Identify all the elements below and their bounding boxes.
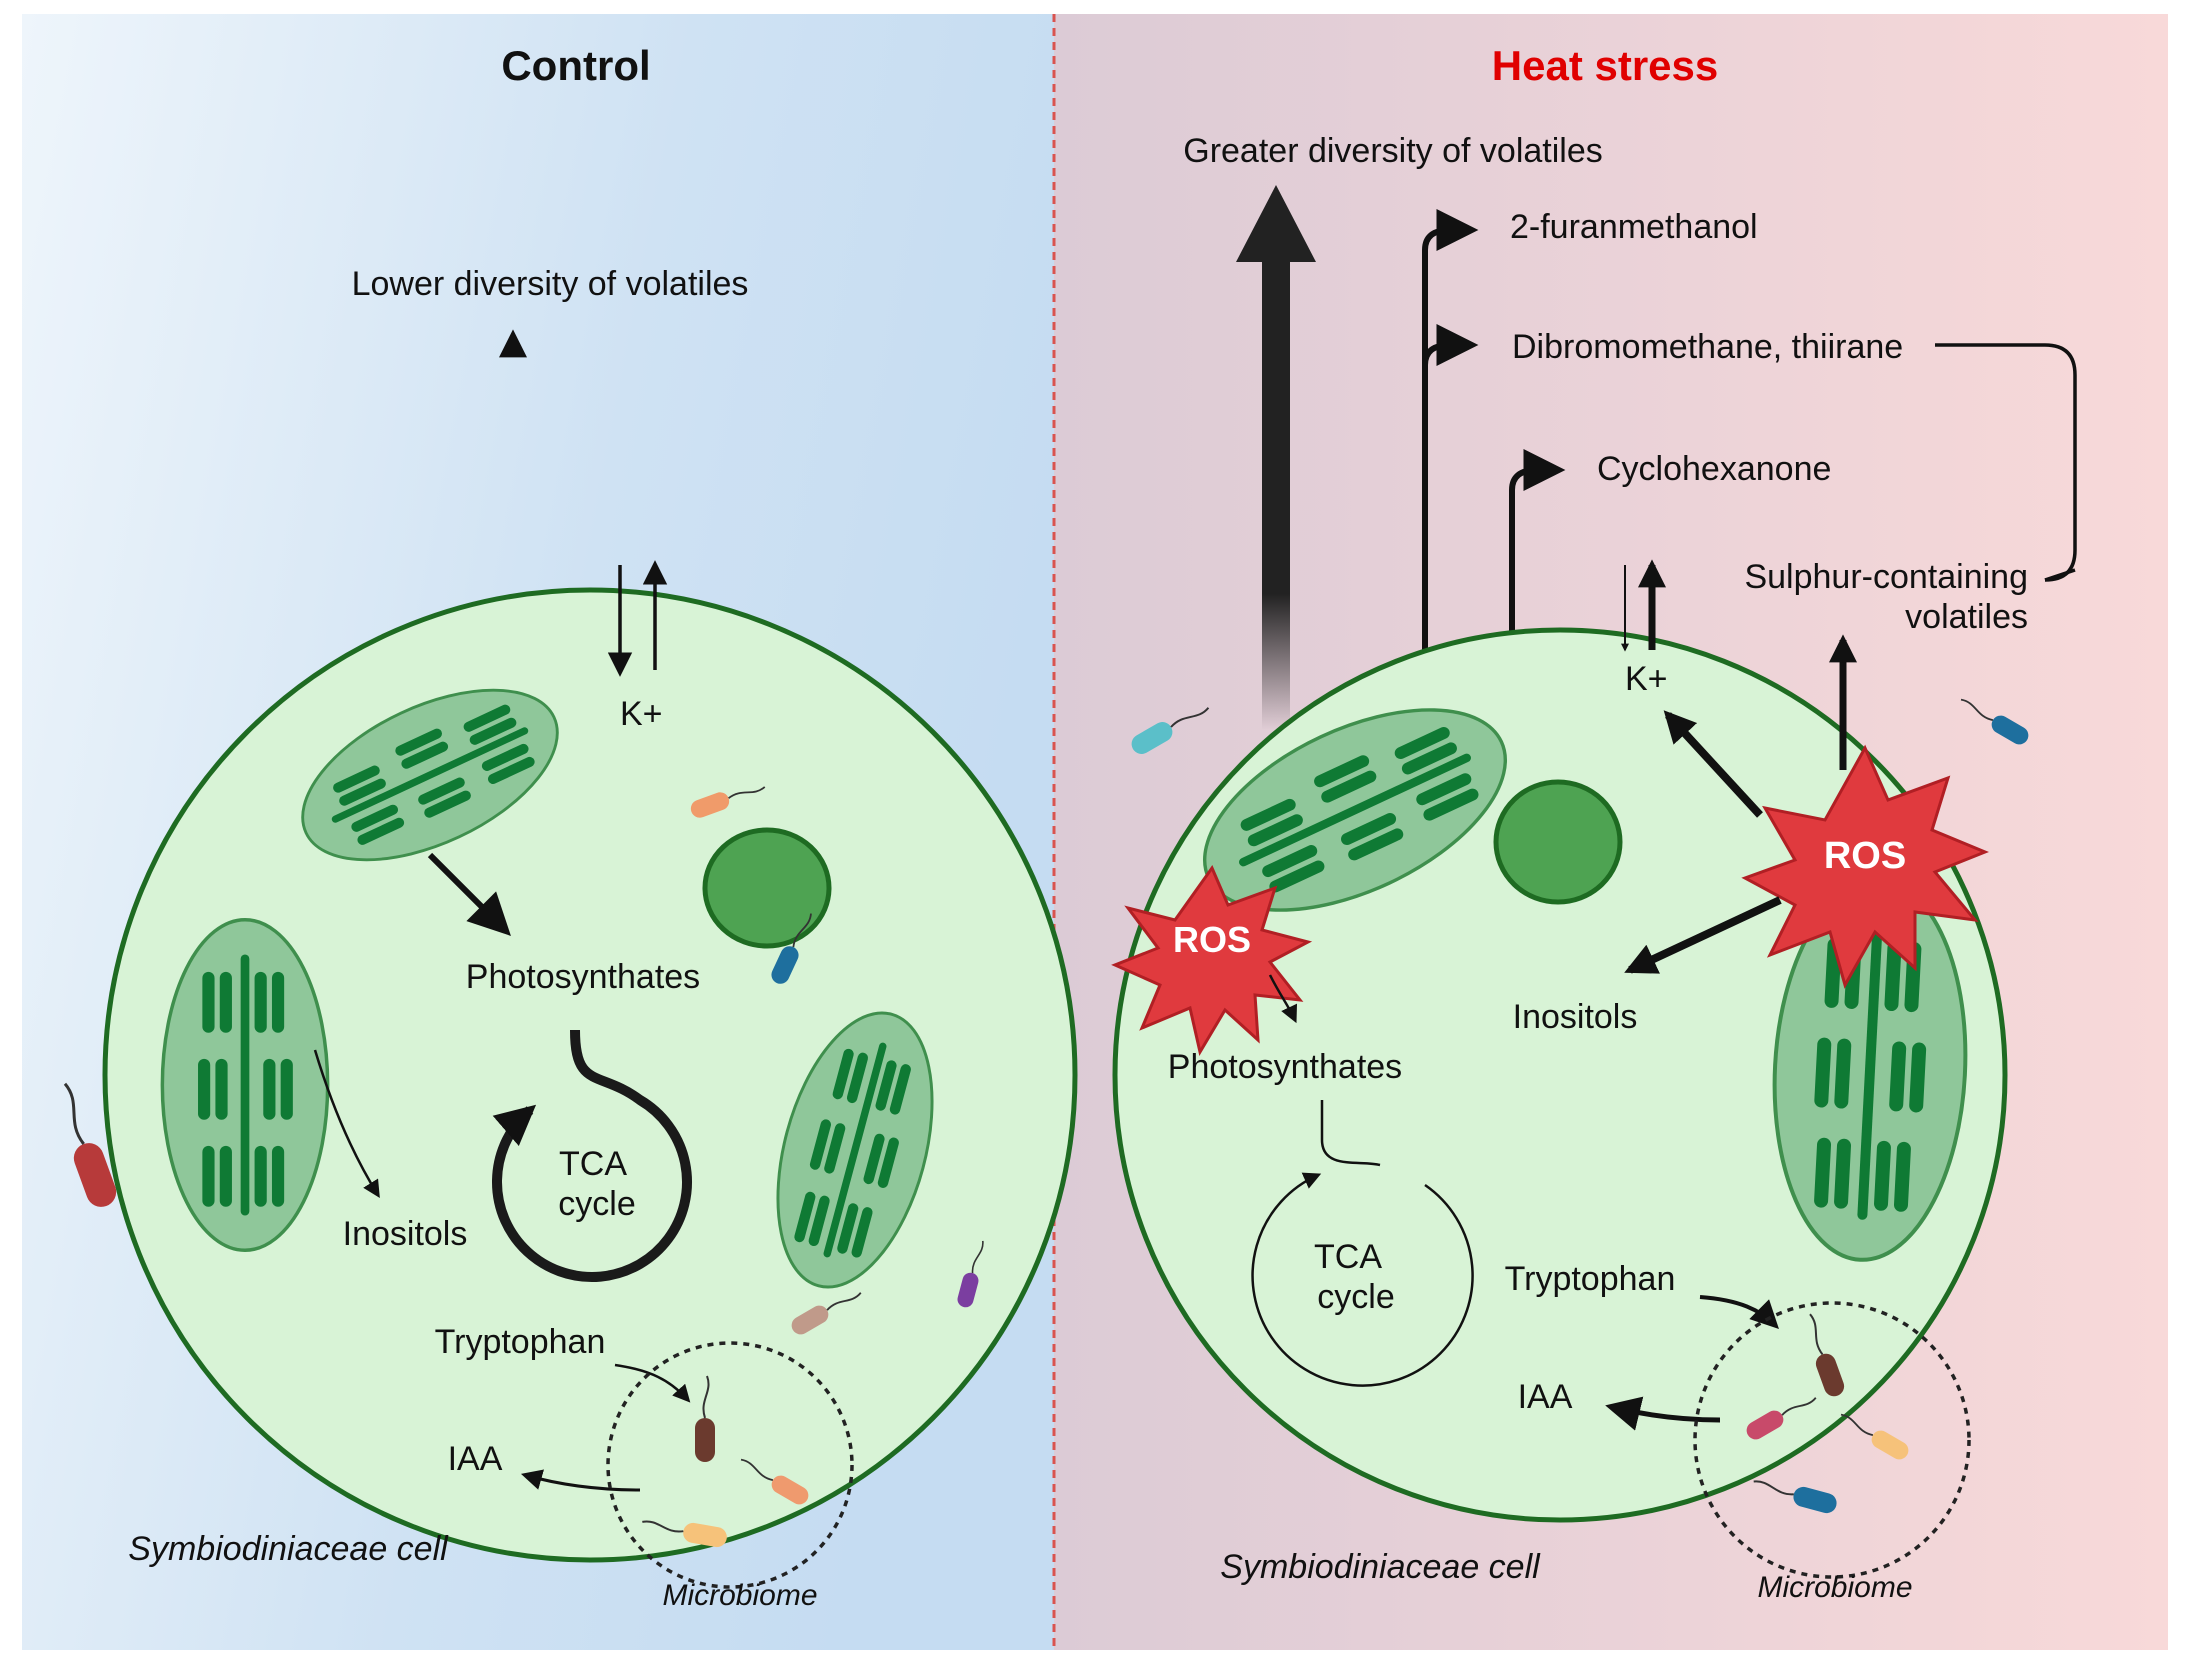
heat-tryptophan-arrow [1699,1295,1779,1329]
control-iaa-arrow [520,1469,641,1492]
control-nucleus [702,827,832,949]
heat-ros-inositols-arrow [1624,896,1782,974]
heat-ros-label-left: ROS [1173,919,1251,960]
heat-ros-burst-right [1741,744,1989,989]
heat-tca-label-1: TCA [1314,1238,1382,1276]
heat-iaa-label: IAA [1518,1378,1573,1416]
heat-furanmethanol-label: 2-furanmethanol [1510,208,1758,246]
control-inositols-label: Inositols [343,1215,468,1253]
heat-dibromomethane-arrow [1422,324,1479,366]
control-potassium-label: K+ [620,695,663,733]
heat-potassium-label: K+ [1625,660,1668,698]
control-photosynthates-arrow [427,852,511,936]
heat-nucleus [1493,779,1623,905]
heat-volatiles-label: Greater diversity of volatiles [1183,132,1603,170]
heat-tca-label-2: cycle [1317,1278,1394,1316]
heat-furanmethanol-arrow [1422,209,1479,1180]
control-cell-label: Symbiodiniaceae cell [128,1530,449,1568]
control-tca-label-1: TCA [559,1145,627,1183]
control-tca-label-2: cycle [558,1185,635,1223]
heat-dibromomethane-label: Dibromomethane, thiirane [1512,328,1903,366]
heat-cell-label: Symbiodiniaceae cell [1220,1548,1541,1586]
control-chloroplast-left [160,917,330,1253]
control-iaa-label: IAA [448,1440,503,1478]
heat-sulphur-bracket [1935,343,2077,582]
control-tryptophan-label: Tryptophan [435,1323,606,1361]
control-microbiome-label: Microbiome [662,1579,817,1612]
control-tca-cycle-arrow [492,1029,692,1282]
control-volatiles-label: Lower diversity of volatiles [352,265,749,303]
control-tryptophan-arrow [614,1363,691,1403]
heat-microbiome-label: Microbiome [1757,1571,1912,1604]
heat-iaa-arrow [1605,1396,1721,1431]
heat-photosynthates-label: Photosynthates [1168,1048,1402,1086]
heat-sulphur-connector [2044,568,2076,582]
heat-ros-k-arrow [1663,710,1763,818]
control-microbiome-circle [606,1341,854,1589]
heat-ros-label-right: ROS [1824,835,1906,877]
heat-tca-cycle-arrow [1251,1172,1474,1387]
heat-volatiles-big-arrow [1236,185,1316,730]
heat-ros-burst-left [1111,864,1313,1056]
control-inositols-arrow [313,1049,380,1198]
heat-microbiome-circle [1693,1301,1971,1579]
heat-ros-photosynthates-arrow [1268,974,1298,1024]
heat-tryptophan-label: Tryptophan [1505,1260,1676,1298]
heat-inositols-label: Inositols [1513,998,1638,1036]
heat-cyclohexanone-arrow [1509,449,1566,720]
heat-title: Heat stress [1492,42,1718,89]
heat-sulphur-label-2: volatiles [1905,598,2028,636]
heat-cyclohexanone-label: Cyclohexanone [1597,450,1831,488]
heat-sulphur-label-1: Sulphur-containing [1744,558,2028,596]
control-title: Control [501,42,650,89]
heat-photosynthates-tca-line [1320,1100,1381,1167]
control-photosynthates-label: Photosynthates [466,958,700,996]
